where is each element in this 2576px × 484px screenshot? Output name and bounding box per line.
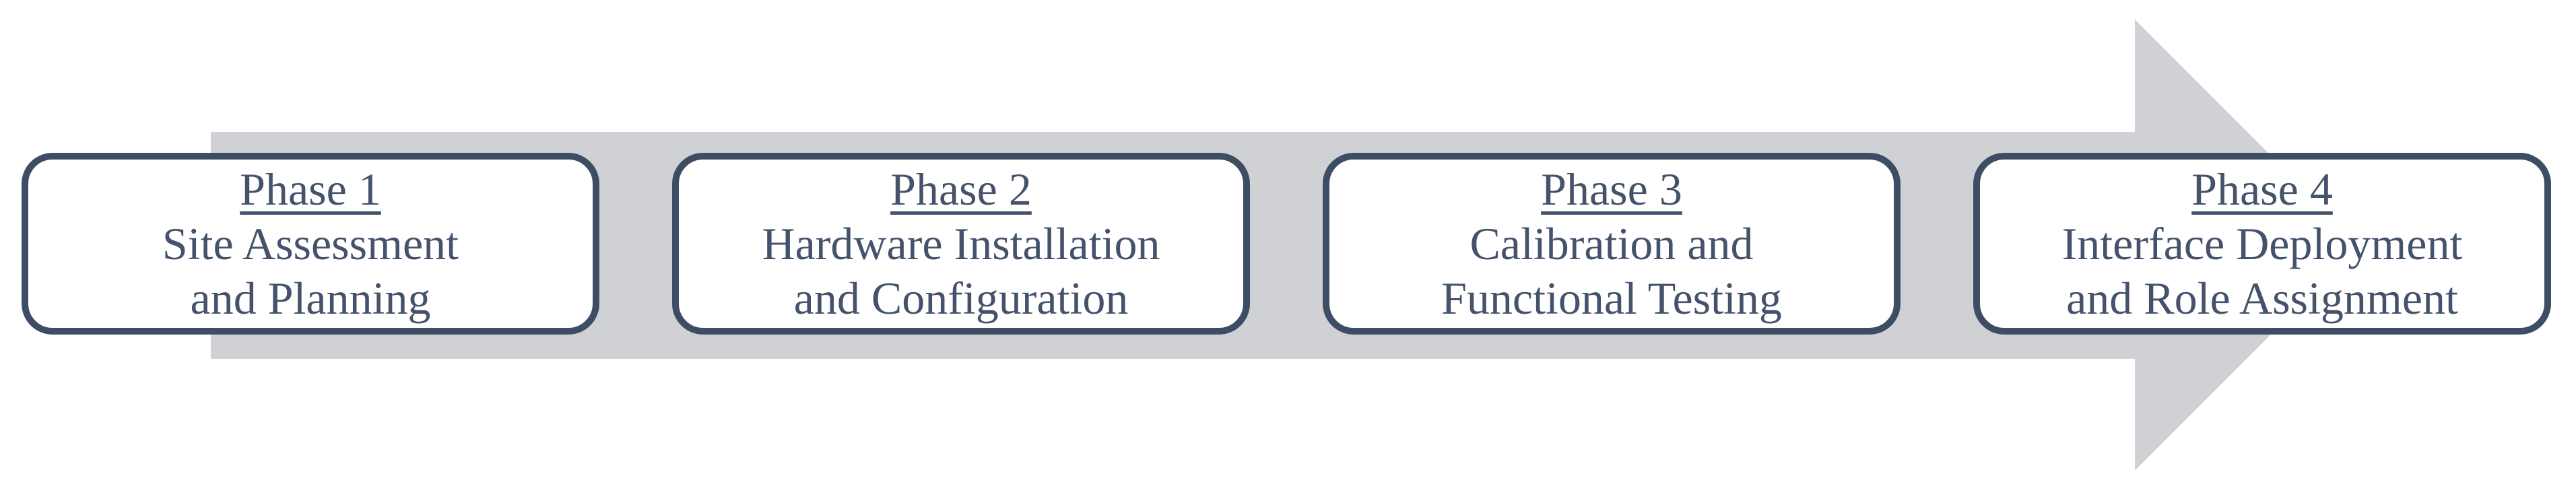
phase-box-3: Phase 3 Calibration and Functional Testi… xyxy=(1323,153,1901,335)
phase-1-title: Phase 1 xyxy=(240,163,381,215)
phase-3-description-line-1: Calibration and xyxy=(1469,217,1754,269)
phase-4-title: Phase 4 xyxy=(2191,163,2333,215)
phase-box-4: Phase 4 Interface Deployment and Role As… xyxy=(1973,153,2551,335)
phase-4-description-line-2: and Role Assignment xyxy=(2066,272,2458,324)
phase-box-1: Phase 1 Site Assessment and Planning xyxy=(22,153,599,335)
phase-2-title: Phase 2 xyxy=(890,163,1032,215)
phase-3-description-line-2: Functional Testing xyxy=(1441,272,1782,324)
phase-4-description-line-1: Interface Deployment xyxy=(2061,217,2463,269)
phase-box-2: Phase 2 Hardware Installation and Config… xyxy=(672,153,1250,335)
phase-2-description-line-2: and Configuration xyxy=(793,272,1129,324)
phase-1-description-line-1: Site Assessment xyxy=(162,217,459,269)
phase-1-description-line-2: and Planning xyxy=(190,272,431,324)
phase-3-title: Phase 3 xyxy=(1541,163,1682,215)
phase-2-description-line-1: Hardware Installation xyxy=(762,217,1160,269)
